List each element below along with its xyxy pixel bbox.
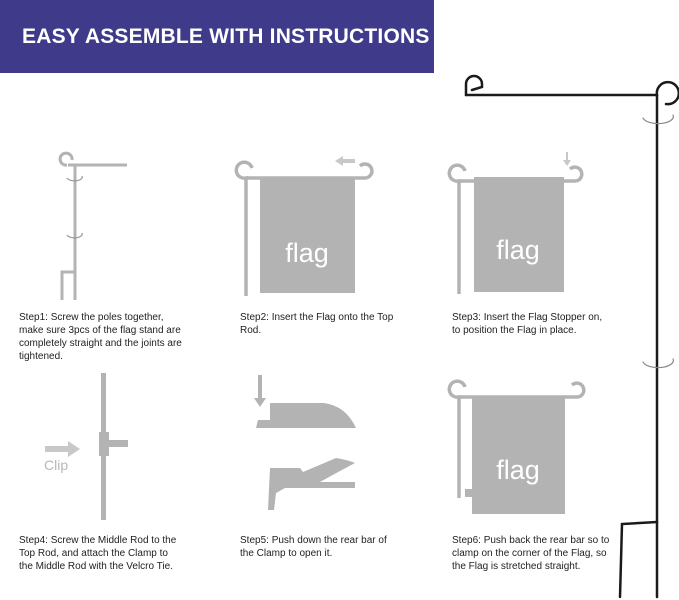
step4-text: Step4: Screw the Middle Rod to the Top R…	[19, 535, 177, 572]
step1-pole-illustration	[58, 151, 127, 300]
step2-flag-word: flag	[285, 238, 329, 268]
step3-flag-word: flag	[496, 235, 540, 265]
step3-text: Step3: Insert the Flag Stopper on, to po…	[452, 312, 603, 336]
step3-flag-illustration	[447, 152, 584, 294]
step2-text: Step2: Insert the Flag onto the Top Rod.	[240, 312, 394, 336]
step5-clamp-illustration	[254, 375, 356, 510]
step2-flag-illustration	[234, 156, 374, 296]
banner-title: EASY ASSEMBLE WITH INSTRUCTIONS	[22, 25, 430, 48]
step6-flag-word: flag	[496, 455, 540, 485]
assembled-flag-stand	[464, 74, 679, 599]
step6-text: Step6: Push back the rear bar so to clam…	[452, 535, 610, 572]
step4-clamp-illustration	[45, 373, 128, 520]
clip-label: Clip	[44, 457, 68, 473]
step6-flag-illustration	[447, 379, 586, 514]
step1-text: Step1: Screw the poles together, make su…	[19, 312, 182, 362]
step5-text: Step5: Push down the rear bar of the Cla…	[240, 535, 387, 559]
title-banner: EASY ASSEMBLE WITH INSTRUCTIONS	[0, 0, 434, 73]
